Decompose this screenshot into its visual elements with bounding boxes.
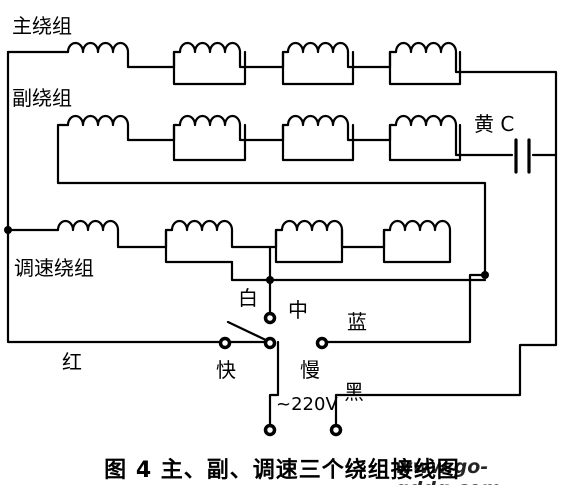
fast-speed-label: 快 — [216, 358, 236, 382]
main-winding-label: 主绕组 — [12, 14, 72, 38]
blue-wire-label: 蓝 — [347, 310, 367, 334]
capacitor — [514, 138, 531, 174]
terminal-common — [263, 336, 277, 350]
speed-coil-boxes — [164, 228, 452, 264]
watermark: www.go-gddq.com — [395, 456, 501, 485]
main-coil-3 — [286, 41, 350, 54]
main-winding-wire — [6, 50, 558, 430]
main-coil-1 — [66, 41, 130, 54]
slow-speed-label: 慢 — [300, 358, 320, 382]
figure-caption: 图 4 主、副、调速三个绕组接线图 — [104, 458, 460, 483]
speed-winding-label: 调速绕组 — [14, 256, 94, 280]
aux-coil-3 — [286, 114, 350, 127]
terminal-slow — [315, 336, 329, 350]
terminals — [218, 311, 343, 437]
main-coil-2 — [178, 41, 242, 54]
left-bus — [6, 50, 280, 430]
speed-coil-2 — [170, 219, 234, 232]
blue-wire — [321, 273, 487, 344]
aux-winding-label: 副绕组 — [12, 86, 72, 110]
speed-coil-3 — [280, 219, 344, 232]
white-wire-label: 白 — [238, 286, 258, 310]
terminal-supply-b — [329, 423, 343, 437]
terminal-supply-a — [263, 423, 277, 437]
middle-speed-label: 中 — [288, 298, 308, 322]
aux-coil-boxes — [172, 123, 462, 162]
speed-coil-1 — [56, 219, 120, 232]
main-coil-boxes — [172, 50, 462, 86]
speed-coil-4 — [388, 219, 452, 232]
terminal-fast — [218, 336, 232, 350]
main-winding-coils — [66, 41, 458, 54]
aux-coil-1 — [66, 114, 130, 127]
terminal-middle — [263, 311, 277, 325]
junction-dots — [4, 226, 489, 284]
main-coil-4 — [394, 41, 458, 54]
aux-coil-2 — [178, 114, 242, 127]
black-wire-label: 黑 — [344, 380, 364, 404]
switch-arm — [226, 320, 272, 344]
speed-winding-wire — [6, 228, 392, 249]
aux-winding-wire — [56, 123, 514, 277]
capacitor-label: 黄 C — [474, 112, 515, 136]
aux-coil-4 — [394, 114, 458, 127]
aux-winding-coils — [66, 114, 458, 127]
supply-voltage-label: ~220V — [276, 394, 338, 415]
speed-winding-coils — [56, 219, 452, 232]
red-wire-label: 红 — [62, 350, 82, 374]
